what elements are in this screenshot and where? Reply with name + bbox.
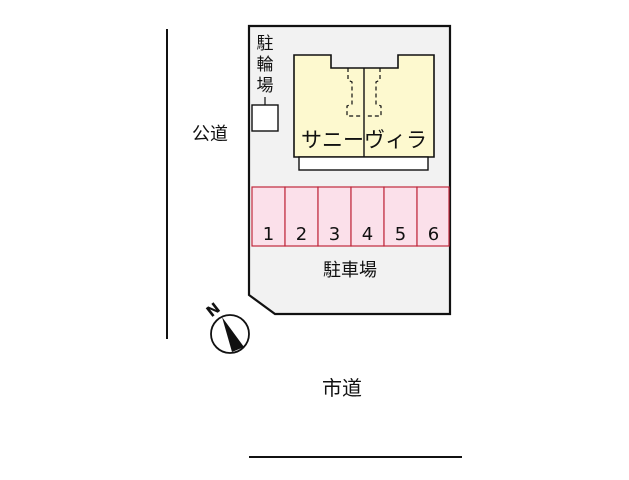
bicycle-parking-char-3: 場 [256,76,274,96]
parking-slot-1 [251,186,286,247]
parking-slot-number: 2 [295,224,308,245]
bicycle-parking-char-1: 駐 [256,34,274,54]
parking-slot-number: 3 [328,224,341,245]
city-road-label: 市道 [322,376,362,400]
parking-slot-6 [416,186,450,247]
balcony [298,156,429,171]
parking-slot-4 [350,186,385,247]
parking-slot-5 [383,186,418,247]
parking-slot-number: 5 [394,224,407,245]
bicycle-parking-label: 駐 輪 場 [253,34,277,97]
parking-label: 駐車場 [323,260,377,281]
parking-slot-number: 1 [262,224,275,245]
public-road-label: 公道 [192,124,228,145]
parking-slot-3 [317,186,352,247]
compass-icon [210,314,250,354]
stair-right [367,68,382,117]
parking-slot-number: 6 [427,224,440,245]
parking-area [251,186,450,247]
bicycle-parking-box [251,104,279,132]
bicycle-parking-char-2: 輪 [256,55,274,75]
parking-slot-number: 4 [361,224,374,245]
parking-slot-2 [284,186,319,247]
stair-left [346,68,361,117]
building-name: サニーヴィラ [301,128,427,152]
